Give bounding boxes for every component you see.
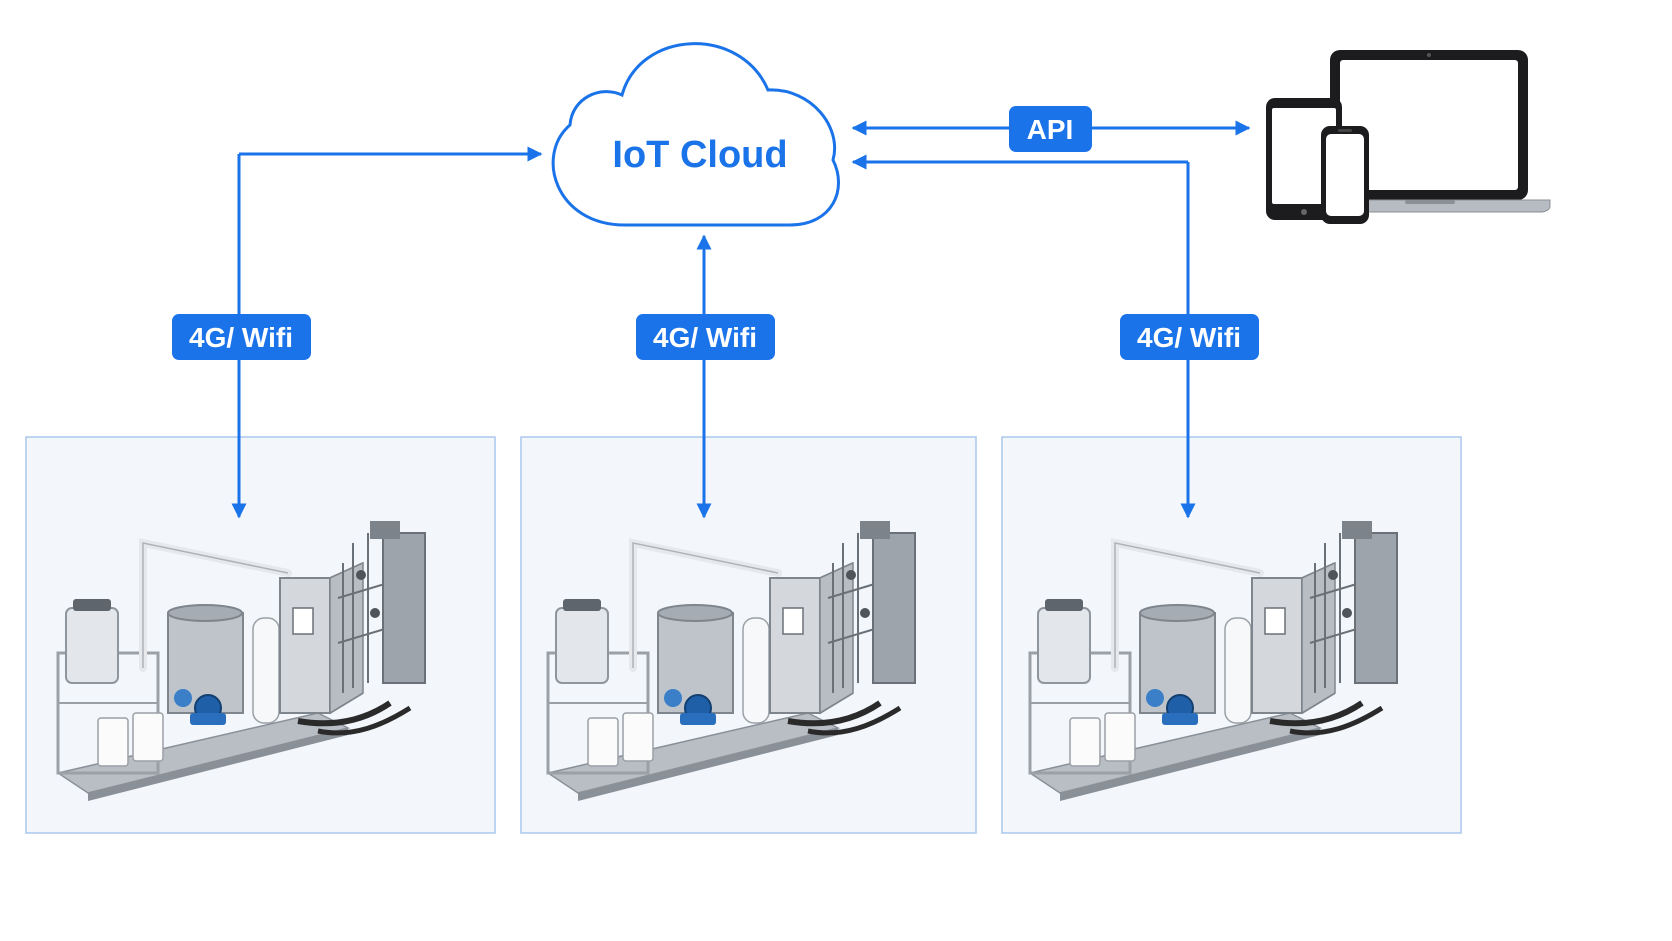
link-badge-left: 4G/ Wifi [172,314,311,360]
cloud-label: IoT Cloud [612,134,787,176]
link-label: 4G/ Wifi [653,322,757,353]
iot-cloud: IoT Cloud [551,42,840,227]
link-badge-right: 4G/ Wifi [1120,314,1259,360]
api-label: API [1027,114,1074,145]
smartphone-icon [1321,126,1369,224]
devices [1266,50,1551,224]
link-label: 4G/ Wifi [1137,322,1241,353]
link-label: 4G/ Wifi [189,322,293,353]
api-badge: API [1009,106,1092,152]
laptop-icon [1311,50,1551,213]
cloud-icon [551,42,840,227]
link-badge-center: 4G/ Wifi [636,314,775,360]
